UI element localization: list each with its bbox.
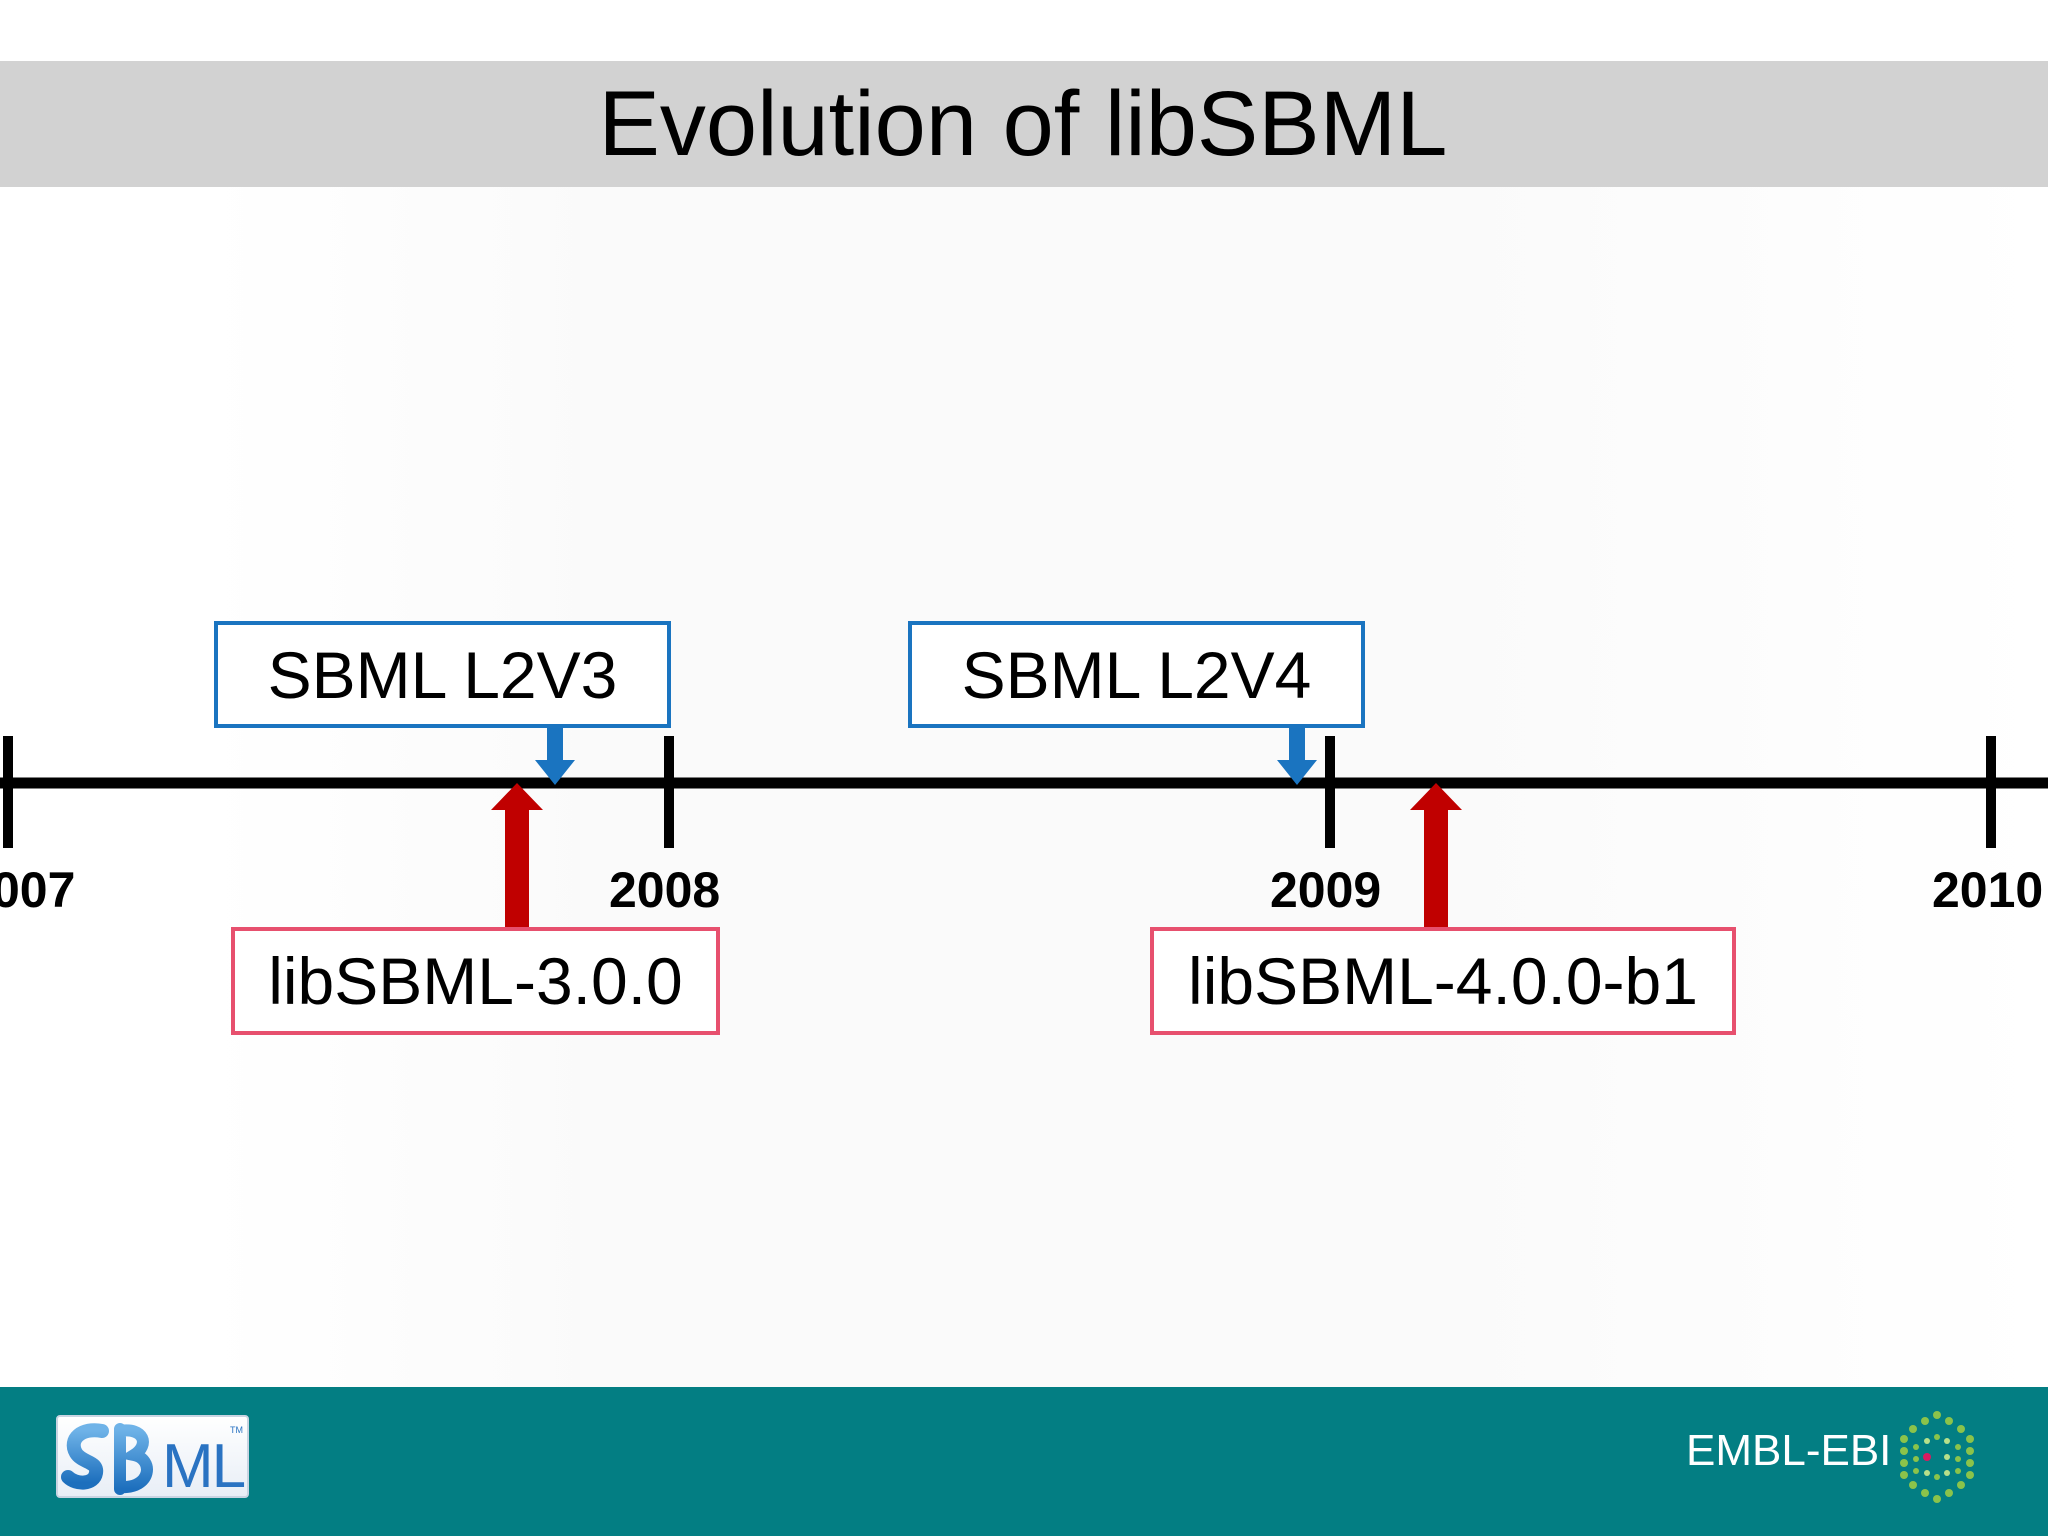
sbml-logo-tm: TM <box>230 1425 243 1435</box>
sbml-l2v4-arrow <box>1277 719 1317 785</box>
title-bar: Evolution of libSBML <box>0 61 2048 187</box>
sbml-l2v3-box: SBML L2V3 <box>214 621 671 728</box>
year-label-2008: 2008 <box>609 862 720 918</box>
sbml-logo-graphic: ML TM <box>61 1423 247 1501</box>
libsbml-4-arrow <box>1410 783 1462 929</box>
year-label-2009: 2009 <box>1270 862 1381 918</box>
embl-ebi-logo-icon <box>1900 1411 1974 1503</box>
sbml-l2v3-arrow <box>535 719 575 785</box>
sbml-l2v3-label: SBML L2V3 <box>267 637 618 712</box>
sbml-logo: ML TM <box>56 1415 249 1501</box>
sbml-logo-text: ML <box>162 1432 245 1500</box>
slide-title: Evolution of libSBML <box>598 72 1448 175</box>
libsbml-3-label: libSBML-3.0.0 <box>268 944 683 1018</box>
footer-bar: ML TM EMBL-EBI <box>0 1387 2048 1536</box>
libsbml-3-arrow <box>491 783 543 929</box>
embl-ebi-logo-text: EMBL-EBI <box>1686 1426 1892 1475</box>
sbml-l2v4-box: SBML L2V4 <box>908 621 1365 728</box>
libsbml-4-label: libSBML-4.0.0-b1 <box>1188 944 1698 1018</box>
libsbml-3-box: libSBML-3.0.0 <box>231 927 720 1035</box>
sbml-l2v4-label: SBML L2V4 <box>961 637 1312 712</box>
year-label-2007: 007 <box>0 862 75 918</box>
year-label-2010: 2010 <box>1932 862 2043 918</box>
libsbml-4-box: libSBML-4.0.0-b1 <box>1150 927 1736 1035</box>
